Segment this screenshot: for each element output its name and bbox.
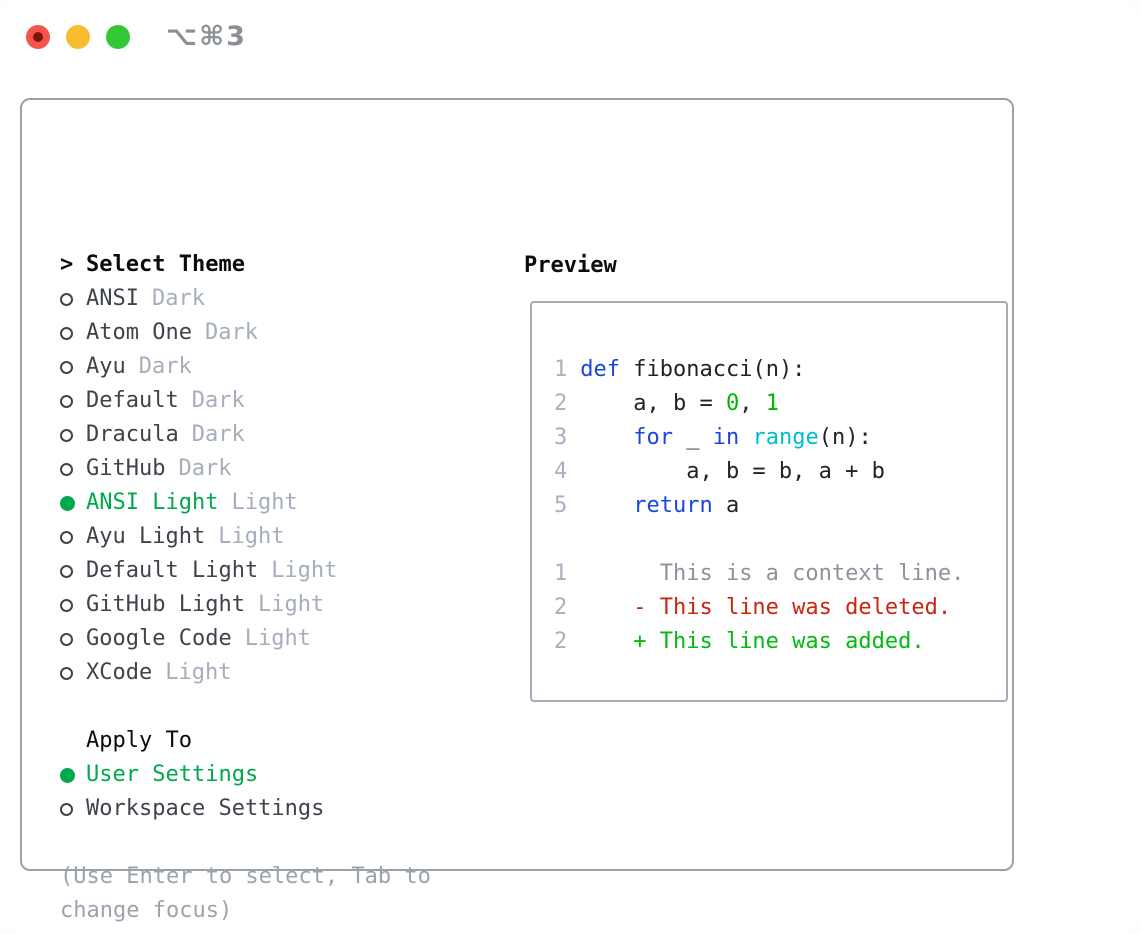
variant-label: Dark (191, 422, 245, 447)
option-label: Google Code (86, 626, 232, 651)
option-label: Atom One (86, 320, 192, 345)
keyboard-hint: (Use Enter to select, Tab to change focu… (60, 864, 431, 923)
variant-label: Dark (191, 388, 245, 413)
line-number: 2 (554, 595, 568, 620)
option-label: Workspace Settings (86, 796, 325, 821)
code-line: 2 - This line was deleted. (554, 591, 964, 625)
apply-to-title: Apply To (86, 728, 192, 753)
variant-label: Light (271, 558, 338, 583)
code-line: 3 for _ in range(n): (554, 421, 964, 455)
option-label: XCode (86, 660, 153, 685)
option-label: GitHub Light (86, 592, 245, 617)
code-line: 4 a, b = b, a + b (554, 455, 964, 489)
theme-option-ansi[interactable]: ANSI Dark (60, 282, 337, 316)
theme-option-ayu-light[interactable]: Ayu Light Light (60, 520, 337, 554)
radio-icon (60, 428, 73, 442)
line-number: 2 (554, 391, 568, 416)
theme-option-default[interactable]: Default Dark (60, 384, 337, 418)
theme-option-ansi-light[interactable]: ANSI Light Light (60, 486, 337, 520)
theme-option-ayu[interactable]: Ayu Dark (60, 350, 337, 384)
option-label: Default (86, 388, 179, 413)
code-line: 2 + This line was added. (554, 625, 964, 659)
variant-label: Dark (138, 354, 192, 379)
option-label: Ayu (86, 354, 126, 379)
line-number: 2 (554, 629, 568, 654)
radio-icon (60, 564, 73, 578)
theme-option-atom-one[interactable]: Atom One Dark (60, 316, 337, 350)
radio-selected-icon (60, 495, 75, 511)
titlebar: ⌥⌘3 (0, 0, 1140, 74)
window-shortcut-label: ⌥⌘3 (166, 21, 247, 52)
traffic-lights (26, 25, 130, 49)
apply-option-user-settings[interactable]: User Settings (60, 758, 337, 792)
theme-option-google-code[interactable]: Google Code Light (60, 622, 337, 656)
variant-label: Light (257, 592, 325, 617)
variant-label: Light (244, 626, 311, 651)
line-number: 1 (554, 561, 568, 586)
variant-label: Dark (151, 286, 205, 311)
theme-option-github[interactable]: GitHub Dark (60, 452, 337, 486)
variant-label: Light (231, 490, 298, 515)
radio-icon (60, 802, 73, 816)
option-label: Default Light (86, 558, 259, 583)
minimize-button[interactable] (66, 25, 90, 49)
radio-icon (60, 360, 73, 374)
close-button[interactable] (26, 25, 50, 49)
apply-to-header: Apply To (60, 724, 337, 758)
line-number: 3 (554, 425, 568, 450)
radio-icon (60, 462, 73, 476)
select-theme-title: Select Theme (86, 252, 245, 277)
maximize-button[interactable] (106, 25, 130, 49)
option-label: Ayu Light (86, 524, 206, 549)
code-line: 2 a, b = 0, 1 (554, 387, 964, 421)
radio-icon (60, 632, 73, 646)
apply-option-workspace-settings[interactable]: Workspace Settings (60, 792, 337, 826)
radio-icon (60, 666, 73, 680)
theme-option-default-light[interactable]: Default Light Light (60, 554, 337, 588)
code-line: 1 This is a context line. (554, 557, 964, 591)
radio-icon (60, 530, 73, 544)
option-label: Dracula (86, 422, 179, 447)
radio-icon (60, 394, 73, 408)
theme-option-dracula[interactable]: Dracula Dark (60, 418, 337, 452)
variant-label: Dark (178, 456, 232, 481)
line-number: 1 (554, 357, 568, 382)
theme-option-github-light[interactable]: GitHub Light Light (60, 588, 337, 622)
variant-label: Light (218, 524, 285, 549)
radio-icon (60, 292, 73, 306)
option-label: GitHub (86, 456, 166, 481)
line-number: 5 (554, 493, 568, 518)
radio-selected-icon (60, 767, 75, 783)
radio-icon (60, 598, 73, 612)
code-line: 5 return a (554, 489, 964, 523)
line-number: 4 (554, 459, 568, 484)
select-theme-header: > Select Theme (60, 248, 337, 282)
code-line (554, 523, 964, 557)
spacer (60, 690, 337, 724)
preview-title: Preview (524, 252, 617, 278)
variant-label: Dark (204, 320, 258, 345)
option-label: User Settings (86, 762, 259, 787)
theme-option-xcode[interactable]: XCode Light (60, 656, 337, 690)
cursor-arrow-icon: > (60, 252, 74, 277)
option-label: ANSI Light (86, 490, 219, 515)
radio-icon (60, 326, 73, 340)
variant-label: Light (165, 660, 232, 685)
option-label: ANSI (86, 286, 139, 311)
